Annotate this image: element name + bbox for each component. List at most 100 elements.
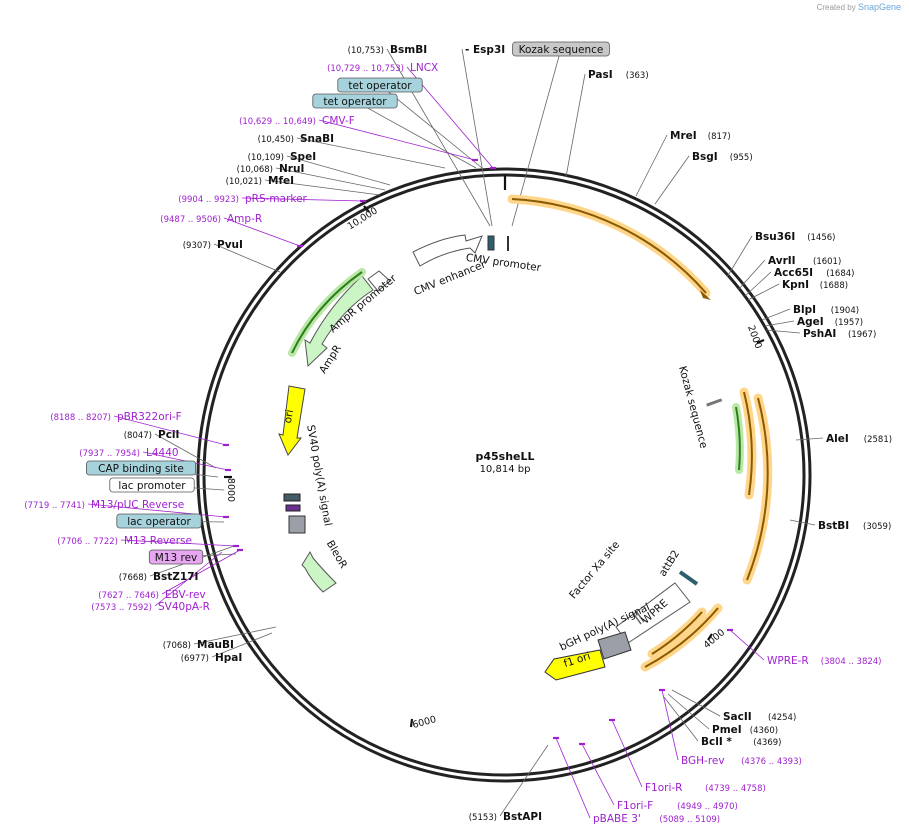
label-name: CMV-F [322,115,355,127]
label-position: (1957) [835,318,863,328]
label-box [512,41,610,57]
label-bstapi: (5153)BstAPI [469,811,542,823]
leader-line [747,283,780,301]
label-box [86,460,196,476]
cmv-promoter-feature [487,235,495,251]
leader-line [87,503,227,518]
label-position: (1967) [848,330,876,340]
factor-xa-marker [632,610,645,625]
label-name: KpnI [782,279,809,291]
leader-line [789,519,816,526]
label-name: MfeI [268,175,294,187]
label-name: pRS-marker [245,193,308,205]
leader-line [213,243,281,273]
orange-cds-arc-1 [507,194,711,298]
label-spei: (10,109)SpeI [248,151,316,163]
leader-line [120,539,237,547]
label-pshai: PshAI (1967) [803,328,876,340]
label-box [312,93,398,109]
label-position: (8047) [124,431,152,441]
leader-line [761,308,791,321]
label-maubi: (7068)MauBI [163,639,234,651]
label-name: BlpI [793,304,816,316]
label-name: BstAPI [503,811,542,823]
label-mfei: (10,021) MfeI [226,175,294,187]
label-text: lac operator [127,516,191,528]
label-position: (1688) [820,281,848,291]
snapgene-credit: Created by SnapGene [817,2,901,12]
label-position: (955) [730,153,753,163]
label-position: (4369) [753,738,781,748]
label-m13-puc-reverse: (7719 .. 7741)M13/pUC Reverse [24,499,184,511]
leader-line [737,259,766,291]
label-name: PasI [588,69,613,81]
label-bgh-rev: BGH-rev(4376 .. 4393) [681,755,802,767]
leader-line [661,689,679,761]
label-position: (2581) [864,435,892,445]
ampr-promoter-feature [367,270,391,292]
bleor-feature [301,550,337,593]
label-text: Kozak sequence [519,44,604,56]
leader-line [764,320,795,327]
label-box [337,77,423,93]
feature-label-sv40-poly-a-signal: SV40 poly(A) signal [304,424,334,527]
label-cmv-f: (10,629 .. 10,649)CMV-F [239,115,355,127]
leader-line [667,693,710,730]
leader-line [654,155,690,205]
attb2-feature [678,570,699,586]
label-position: (10,021) [226,177,262,187]
label-bstz17i: (7668)BstZ17I [119,571,199,583]
label-position: (1456) [807,233,835,243]
label-pmei: PmeI(4360) [712,724,778,736]
leader-line [555,737,591,819]
leader-line [611,719,643,788]
feature-label-ori: ori [282,409,296,425]
leader-line [354,100,477,169]
label-l4440: (7937 .. 7954)L4440 [79,447,178,459]
plasmid-size: 10,814 bp [480,464,531,475]
leader-line [729,629,765,661]
label-name: F1ori-F [617,800,653,812]
tick-mark [409,718,414,728]
label-position: (3804 .. 3824) [821,657,882,667]
label-text: CAP binding site [98,463,184,475]
label-name: HpaI [215,652,242,664]
label-name: - Esp3I [465,44,505,56]
label-position: (363) [626,71,649,81]
label-blpi: BlpI(1904) [793,304,859,316]
label-position: (7668) [119,573,147,583]
label-name: BsgI [692,151,718,163]
leader-line [211,632,273,658]
label-hpai: (6977)HpaI [181,652,243,664]
leader-line [765,329,801,334]
plasmid-name: p45sheLL [475,450,534,463]
leader-line [275,167,386,191]
label-name: PshAI [803,328,836,340]
snapgene-brand: SnapGene [857,2,901,12]
label-name: NruI [279,163,304,175]
label-position: (4739 .. 4758) [705,784,766,794]
orange-cds-arc-4-core [644,607,719,668]
feature-label-bleor: BleoR [324,538,350,570]
label-box [116,513,202,529]
feature-label-kozak-sequence: Kozak sequence [676,365,710,450]
tick-mark [707,633,713,641]
label-name: AgeI [797,316,824,328]
label-m13-reverse: (7706 .. 7722)M13 Reverse [57,535,192,547]
leader-line [286,155,391,186]
label-mrei: MreI(817) [670,130,731,142]
label-position: (10,729 .. 10,753) [327,64,404,74]
leader-line [726,235,753,278]
label-name: AleI [826,433,849,445]
label-position: (10,753) [348,46,384,56]
label-name: PciI [158,429,179,441]
label-name: BstBI [818,520,849,532]
label-box [109,477,195,493]
label-name: BGH-rev [681,755,725,767]
bp-tick-label: 2000 [745,324,764,350]
label-position: (10,109) [248,153,284,163]
leader-line [264,179,381,196]
label-position: (817) [708,132,731,142]
label-position: (7937 .. 7954) [79,449,140,459]
